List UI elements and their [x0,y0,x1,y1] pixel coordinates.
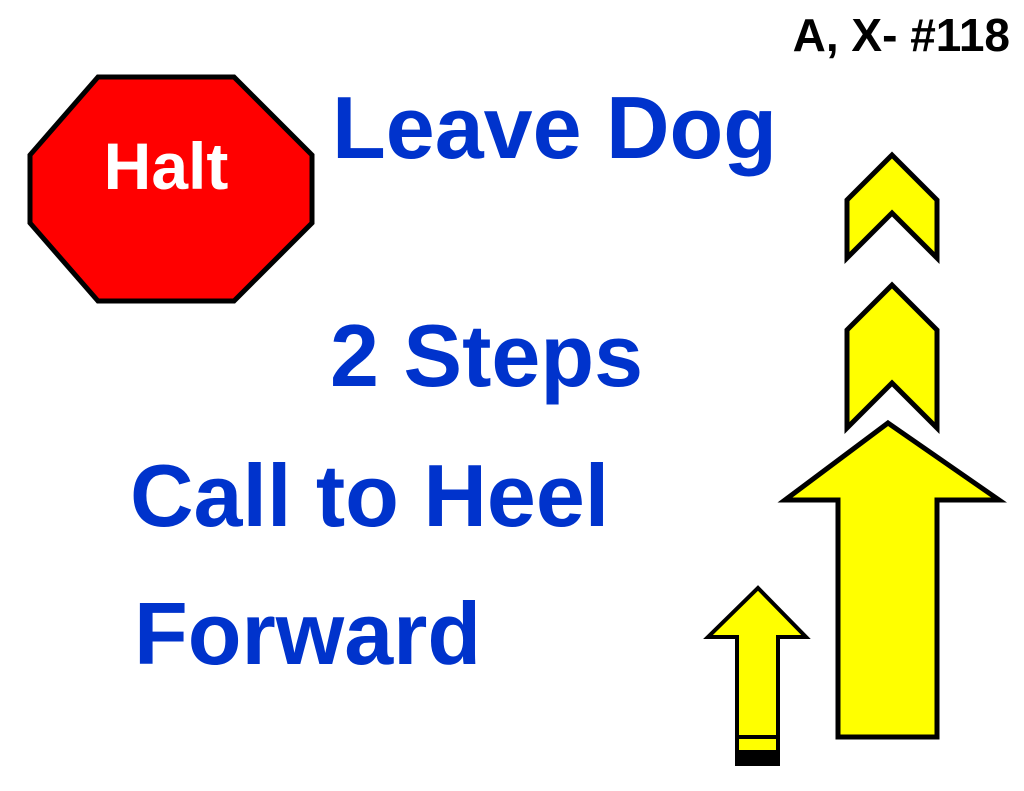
halt-label: Halt [104,129,229,203]
instruction-leave-dog: Leave Dog [332,78,778,177]
sign-code-label: A, X- #118 [792,9,1010,61]
stop-sign-icon: Halt [27,74,315,304]
double-chevron-up-icon [844,151,940,435]
instruction-forward: Forward [134,584,482,683]
instruction-two-steps: 2 Steps [330,306,644,405]
instruction-call-to-heel: Call to Heel [130,446,610,545]
small-up-arrow-icon [703,585,811,766]
large-up-arrow-icon [777,419,1007,740]
